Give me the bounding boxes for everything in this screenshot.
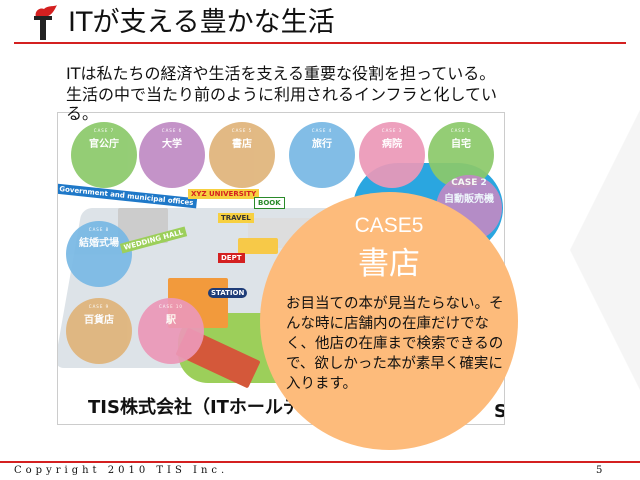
copyright: Copyright 2010 TIS Inc. — [14, 465, 229, 476]
page-title: ITが支える豊かな生活 — [68, 7, 335, 38]
callout-title: 書店 — [358, 246, 420, 282]
bus — [238, 238, 278, 254]
sign-university: XYZ UNIVERSITY — [188, 189, 260, 199]
sign-book: BOOK — [254, 197, 285, 209]
torch-logo-icon — [34, 5, 57, 40]
callout-case-label: CASE5 — [354, 214, 424, 237]
intro-line-2: 生活の中で当たり前のように利用されるインフラと化してい — [66, 85, 498, 104]
intro-line-3: る。 — [66, 104, 99, 123]
company-name: TIS株式会社（ITホールディ — [88, 397, 318, 418]
sign-station: STATION — [208, 288, 248, 298]
title-divider — [14, 42, 626, 44]
footer-divider — [0, 461, 640, 463]
intro-line-1: ITは私たちの経済や生活を支える重要な役割を担っている。 — [66, 64, 496, 83]
callout-description: お目当ての本が見当たらない。そんな時に店舗内の在庫だけでなく、他店の在庫まで検索… — [286, 296, 504, 392]
sign-travel: TRAVEL — [218, 213, 254, 223]
watermark-logo-icon — [570, 110, 640, 390]
page-number: 5 — [596, 465, 603, 476]
case-callout-bubble: CASE5 書店 お目当ての本が見当たらない。そんな時に店舗内の在庫だけでなく、… — [260, 192, 518, 450]
company-name-end: S — [494, 401, 504, 422]
sign-dept: DEPT — [218, 253, 245, 263]
